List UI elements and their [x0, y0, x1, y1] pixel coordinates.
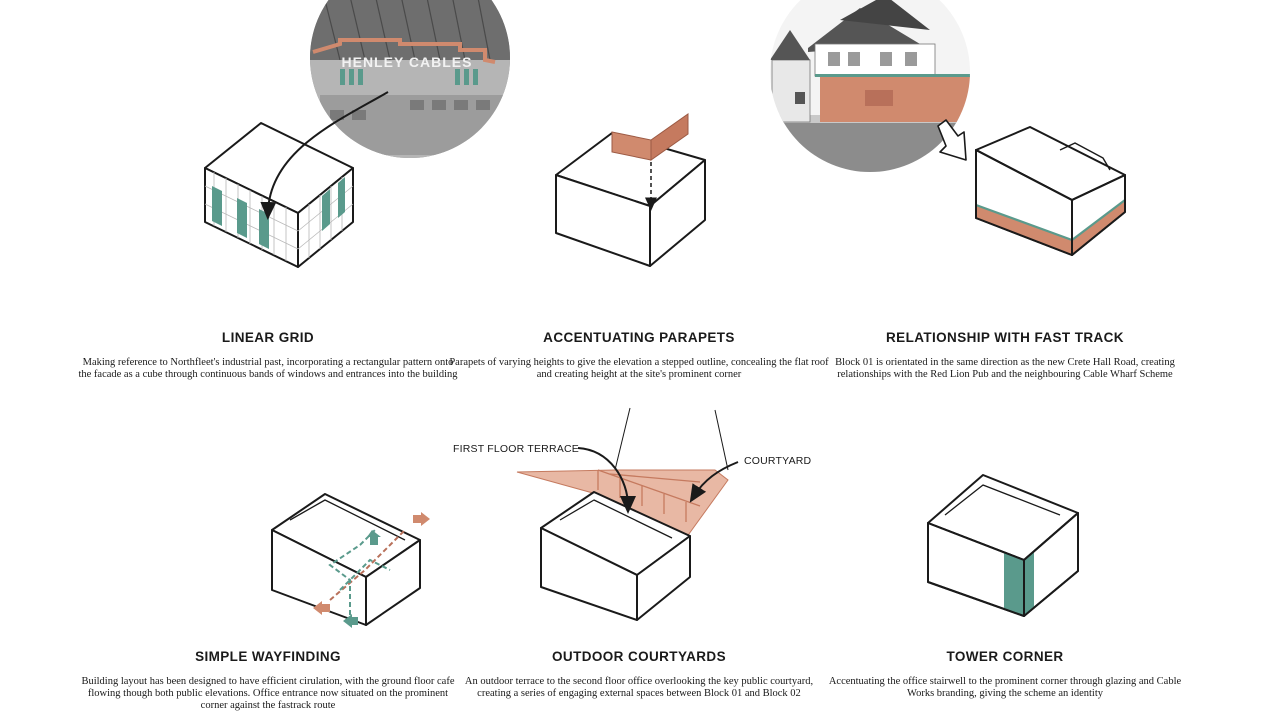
fast-track-block — [975, 126, 1126, 256]
grid-reference-arrow — [260, 91, 389, 220]
panel-description: An outdoor terrace to the second floor o… — [464, 676, 814, 699]
panel-simple-wayfinding: SIMPLE WAYFINDING Building layout has be… — [78, 649, 458, 712]
terrace-callout-arrow — [577, 447, 636, 514]
courtyard-callout-arrow — [689, 461, 739, 503]
panel-title: OUTDOOR COURTYARDS — [552, 649, 726, 664]
svg-text:HENLEY CABLES: HENLEY CABLES — [342, 54, 473, 70]
panel-relationship-fast-track: RELATIONSHIP WITH FAST TRACK Block 01 is… — [815, 330, 1195, 381]
entry-arrows — [313, 512, 430, 628]
parapet-element — [611, 113, 689, 161]
panel-description: Building layout has been designed to hav… — [81, 676, 455, 711]
panel-title: SIMPLE WAYFINDING — [195, 649, 341, 664]
courtyard-frames — [597, 469, 701, 522]
factory-photo: HENLEY CABLES — [310, 0, 510, 158]
panel-title: ACCENTUATING PARAPETS — [543, 330, 735, 345]
courtyard-label: COURTYARD — [744, 455, 812, 467]
panel-linear-grid: LINEAR GRID Making reference to Northfle… — [78, 330, 458, 381]
courtyard-block — [540, 491, 691, 621]
panel-description: Parapets of varying heights to give the … — [449, 357, 829, 380]
panel-title: RELATIONSHIP WITH FAST TRACK — [886, 330, 1124, 345]
parapet-cube — [555, 132, 706, 267]
red-lion-pub-photo — [770, 0, 970, 172]
direction-arrow — [937, 119, 967, 161]
first-floor-terrace-label: FIRST FLOOR TERRACE — [453, 443, 579, 455]
panel-accentuating-parapets: ACCENTUATING PARAPETS Parapets of varyin… — [449, 330, 829, 381]
panel-description: Accentuating the office stairwell to the… — [828, 676, 1182, 699]
panel-description: Block 01 is orientated in the same direc… — [835, 357, 1175, 380]
panel-tower-corner: TOWER CORNER Accentuating the office sta… — [815, 649, 1195, 700]
panel-title: LINEAR GRID — [221, 330, 315, 345]
linear-grid-cube — [204, 122, 354, 268]
panel-outdoor-courtyards: OUTDOOR COURTYARDS An outdoor terrace to… — [449, 649, 829, 700]
panel-description: Making reference to Northfleet's industr… — [78, 357, 458, 380]
wayfinding-block — [271, 493, 421, 626]
panel-title: TOWER CORNER — [946, 649, 1064, 664]
tower-corner-block — [927, 474, 1079, 617]
wayfinding-routes — [328, 529, 406, 615]
courtyard-guidelines — [614, 407, 729, 471]
